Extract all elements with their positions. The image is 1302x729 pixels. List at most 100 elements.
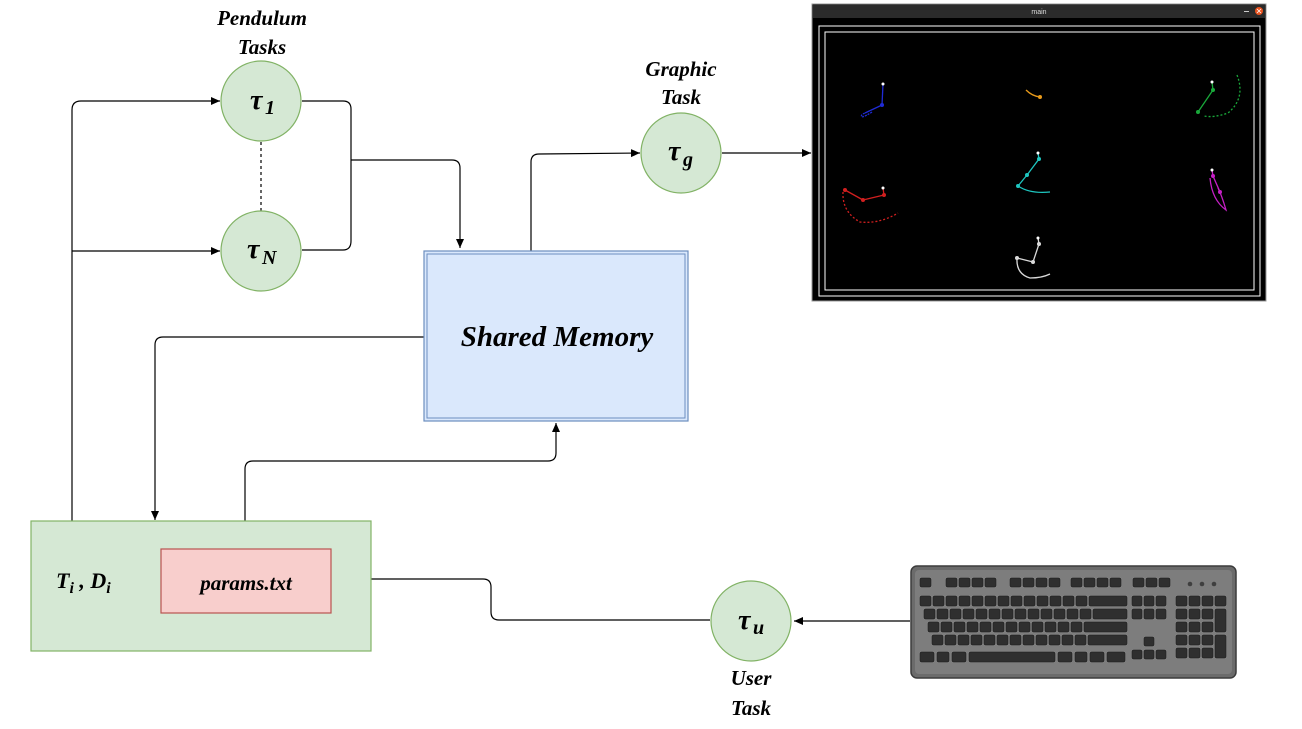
keyboard-key xyxy=(1061,634,1074,646)
node-tau-u: τ u xyxy=(710,580,792,662)
keyboard-key xyxy=(1188,647,1201,659)
keyboard-key xyxy=(1201,621,1214,633)
keyboard-key xyxy=(979,621,992,633)
user-task-label-line1: User xyxy=(731,666,773,690)
keyboard-key xyxy=(1035,634,1048,646)
keyboard-key xyxy=(1083,621,1128,633)
keyboard-key xyxy=(1155,608,1167,620)
pendulum-cyan xyxy=(1016,151,1051,194)
keyboard-key xyxy=(957,634,970,646)
keyboard-key xyxy=(1201,595,1214,607)
keyboard-key xyxy=(1001,608,1014,620)
keyboard-key xyxy=(1175,608,1188,620)
keyboard-key xyxy=(1066,608,1079,620)
keyboard-key xyxy=(1188,608,1201,620)
edge-tau1-out xyxy=(302,100,352,251)
keyboard-key xyxy=(1201,634,1214,646)
keyboard-key xyxy=(1143,595,1155,607)
keyboard-key xyxy=(923,608,936,620)
edge-params-to-memory xyxy=(244,423,560,549)
keyboard-key xyxy=(1079,608,1092,620)
keyboard-key xyxy=(1057,621,1070,633)
pendulum-magenta xyxy=(1209,168,1228,212)
keyboard-key xyxy=(932,595,945,607)
keyboard-key xyxy=(975,608,988,620)
keyboard-key xyxy=(992,621,1005,633)
edge-memory-to-config xyxy=(151,336,424,520)
keyboard-key xyxy=(1214,634,1227,659)
keyboard-key xyxy=(1070,577,1083,588)
window-title-bar xyxy=(813,5,1265,18)
graphic-task-label-line1: Graphic xyxy=(645,57,717,81)
keyboard-key xyxy=(919,577,932,588)
keyboard-key xyxy=(1048,577,1061,588)
keyboard-key xyxy=(1088,595,1128,607)
node-tau-1-symbol: τ xyxy=(250,85,264,116)
keyboard-key xyxy=(971,595,984,607)
keyboard-key xyxy=(1143,608,1155,620)
graphic-task-label-line2: Task xyxy=(661,85,702,109)
keyboard-key xyxy=(1027,608,1040,620)
params-file-box: params.txt xyxy=(160,548,332,614)
keyboard-key xyxy=(968,651,1056,663)
task-params-t: T xyxy=(56,568,71,593)
keyboard-key xyxy=(936,651,950,663)
keyboard-key xyxy=(1049,595,1062,607)
keyboard-key xyxy=(971,577,984,588)
keyboard-key xyxy=(945,577,958,588)
keyboard-key xyxy=(1040,608,1053,620)
task-params-d: D xyxy=(89,568,106,593)
keyboard-key xyxy=(1044,621,1057,633)
keyboard-key xyxy=(1096,577,1109,588)
keyboard-key xyxy=(1201,647,1214,659)
connectors xyxy=(71,97,910,625)
keyboard-icon xyxy=(910,565,1237,679)
user-task-label-line2: Task xyxy=(731,696,772,720)
user-task-label: User Task xyxy=(731,666,773,720)
keyboard-key xyxy=(1036,595,1049,607)
keyboard-key xyxy=(1175,647,1188,659)
keyboard-key xyxy=(1035,577,1048,588)
edge-taus-to-memory xyxy=(351,159,464,248)
keyboard-key xyxy=(1131,649,1143,660)
keyboard-key xyxy=(984,595,997,607)
keyboard-key xyxy=(1175,621,1188,633)
keyboard-key xyxy=(1009,577,1022,588)
pendulum-white xyxy=(1015,236,1051,279)
node-tau-g: τ g xyxy=(640,112,722,194)
keyboard-key xyxy=(1092,608,1128,620)
keyboard-key xyxy=(1062,595,1075,607)
keyboard-key xyxy=(1143,636,1155,647)
keyboard-key xyxy=(1005,621,1018,633)
pendulum-blue xyxy=(860,82,885,118)
keyboard-key xyxy=(1109,577,1122,588)
keyboard-keys xyxy=(919,577,1227,663)
node-tau-n: τ N xyxy=(220,210,302,292)
output-window: main xyxy=(811,3,1267,302)
keyboard-key xyxy=(966,621,979,633)
keyboard-key xyxy=(1155,649,1167,660)
keyboard-key xyxy=(1010,595,1023,607)
pendulum-orange xyxy=(1025,89,1042,99)
keyboard-key xyxy=(984,577,997,588)
keyboard-key xyxy=(1188,634,1201,646)
task-params-t-sub: i xyxy=(69,580,74,597)
keyboard-key xyxy=(919,595,932,607)
close-icon[interactable] xyxy=(1255,7,1263,15)
keyboard-key xyxy=(1131,608,1143,620)
keyboard-key xyxy=(1022,577,1035,588)
window-outer-frame xyxy=(818,25,1261,297)
keyboard-key xyxy=(1175,634,1188,646)
keyboard-key xyxy=(1083,577,1096,588)
window-inner-frame xyxy=(824,31,1255,291)
keyboard-key xyxy=(1143,649,1155,660)
window-title: main xyxy=(1031,9,1046,16)
shared-memory-label: Shared Memory xyxy=(461,321,654,353)
keyboard-key xyxy=(1089,651,1105,663)
shared-memory-box: Shared Memory xyxy=(423,250,689,422)
keyboard-key xyxy=(944,634,957,646)
keyboard-key xyxy=(958,595,971,607)
keyboard-key xyxy=(1070,621,1083,633)
node-tau-1-subscript: 1 xyxy=(265,97,275,119)
keyboard-key xyxy=(1009,634,1022,646)
